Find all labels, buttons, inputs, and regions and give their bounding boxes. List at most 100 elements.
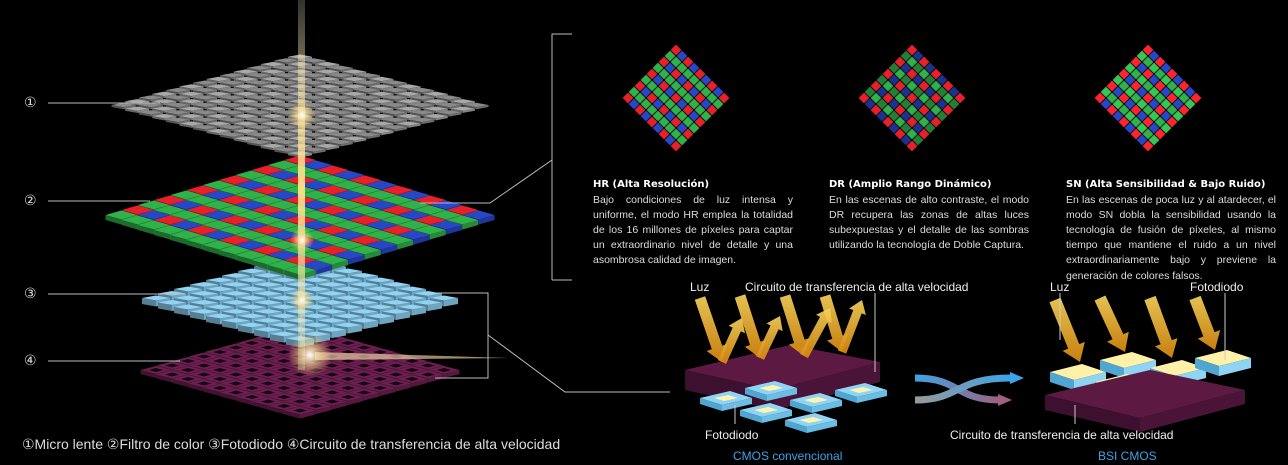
dr-pixel [906,56,918,68]
micro-lens-cell-side [327,138,340,143]
micro-lens-cell-side [381,116,394,121]
sn-pixel [1154,104,1166,116]
micro-lens-cell-side [315,101,328,106]
micro-lens-cell-side [340,97,353,102]
photodiode-cell-side [222,320,236,329]
circuit-hole [196,372,212,377]
micro-lens-cell-side [313,119,326,125]
dr-pixel [894,80,906,92]
micro-lens-cell-side [327,131,340,136]
micro-lens-cell [206,128,231,134]
micro-lens-cell-side [328,127,341,132]
photodiode-cell-side [396,311,410,320]
hr-pixel-mosaic [622,44,730,152]
color-filter-cell-side [332,260,349,270]
micro-lens-cell-side [367,82,380,87]
hr-pixel [688,110,700,122]
micro-lens-cell-side [272,123,285,128]
micro-lens-cell-side [367,75,380,80]
micro-lens-cell [247,95,272,100]
micro-lens-cell-side [233,86,246,91]
micro-lens-cell-side [449,97,462,102]
micro-lens-cell-side [272,131,285,136]
micro-lens-cell [220,95,245,100]
micro-lens-cell [274,73,299,78]
micro-lens-cell [165,95,190,100]
bsi-photodiode-side [1124,360,1156,378]
micro-lens-cell-side [367,90,380,95]
micro-lens-cell-side [260,86,273,91]
micro-lens-cell-side [274,134,287,139]
micro-lens-cell-side [179,101,192,106]
dr-pixel [936,74,948,86]
dr-pixel [912,110,924,122]
micro-lens-cell-side [462,108,475,113]
micro-lens-cell [274,117,299,123]
hr-pixel [640,74,652,86]
dr-pixel [936,86,948,98]
bsi-light-arrow [1094,295,1129,352]
sn-pixel [1172,98,1184,110]
micro-lens-cell [274,95,299,100]
bsi-photodiode-top [1100,352,1156,368]
micro-lens-cell-side [191,86,204,91]
dr-pixel [900,122,912,134]
hr-pixel [676,110,688,122]
bsi-light-arrow [1049,297,1085,362]
micro-lens-cell-side [177,119,190,125]
micro-lens-cell [233,121,258,126]
dr-pixel [894,104,906,116]
circuit-cell-side [188,383,204,392]
dr-pixel [918,92,930,104]
micro-lens-cell [315,143,340,149]
micro-lens-cell-side [205,112,218,117]
micro-lens-cell-side [137,108,150,113]
circuit-hole [388,363,404,368]
micro-lens-cell-side [423,93,436,99]
sn-pixel [1136,110,1148,122]
circuit-hole [196,363,212,368]
hr-pixel [664,74,676,86]
micro-lens-cell-side [286,149,299,154]
micro-lens-cell-side [274,127,287,132]
sn-pixel [1130,56,1142,68]
micro-lens-cell-side [260,79,273,84]
micro-lens-cell-side [342,71,355,76]
hr-pixel [646,80,658,92]
photodiode-cell-side [412,307,426,316]
sn-pixel [1148,110,1160,122]
color-filter-cell-side [219,250,235,260]
micro-lens-cell [260,76,285,82]
color-filter-cell-side [203,245,219,255]
micro-lens-cell-side [340,67,353,73]
micro-lens-cell-side [382,97,395,102]
hr-pixel [676,74,688,86]
micro-lens-cell-side [354,86,367,91]
micro-lens-cell-side [259,105,272,110]
micro-lens-cell-side [327,86,340,91]
micro-lens-cell-side [206,86,219,91]
micro-lens-cell-side [205,127,218,132]
micro-lens-cell [179,113,204,119]
micro-lens-cell-side [328,142,341,147]
micro-lens-cell [369,106,394,111]
micro-lens-cell-side [220,82,233,87]
micro-lens-cell-side [410,119,423,125]
circuit-hole [404,367,420,373]
circuit-hole [276,349,292,355]
color-filter-cell-side [381,245,397,255]
sn-pixel [1166,92,1178,104]
sn-pixel [1190,92,1202,104]
micro-lens-cell-side [138,97,151,102]
sn-pixel [1142,104,1154,116]
bsi-cmos-illustration [1045,293,1251,432]
circuit-hole [212,367,228,373]
dr-pixel [906,116,918,128]
mode-title-sn: SN (Alta Sensibilidad & Bajo Ruido) [1066,179,1266,190]
micro-lens-cell-side [218,79,231,84]
conv-photodiode-side [762,410,792,423]
sn-pixel [1154,92,1166,104]
micro-lens-cell-side [355,134,368,139]
dr-pixel [882,116,894,128]
micro-lens-cell-side [354,93,367,99]
